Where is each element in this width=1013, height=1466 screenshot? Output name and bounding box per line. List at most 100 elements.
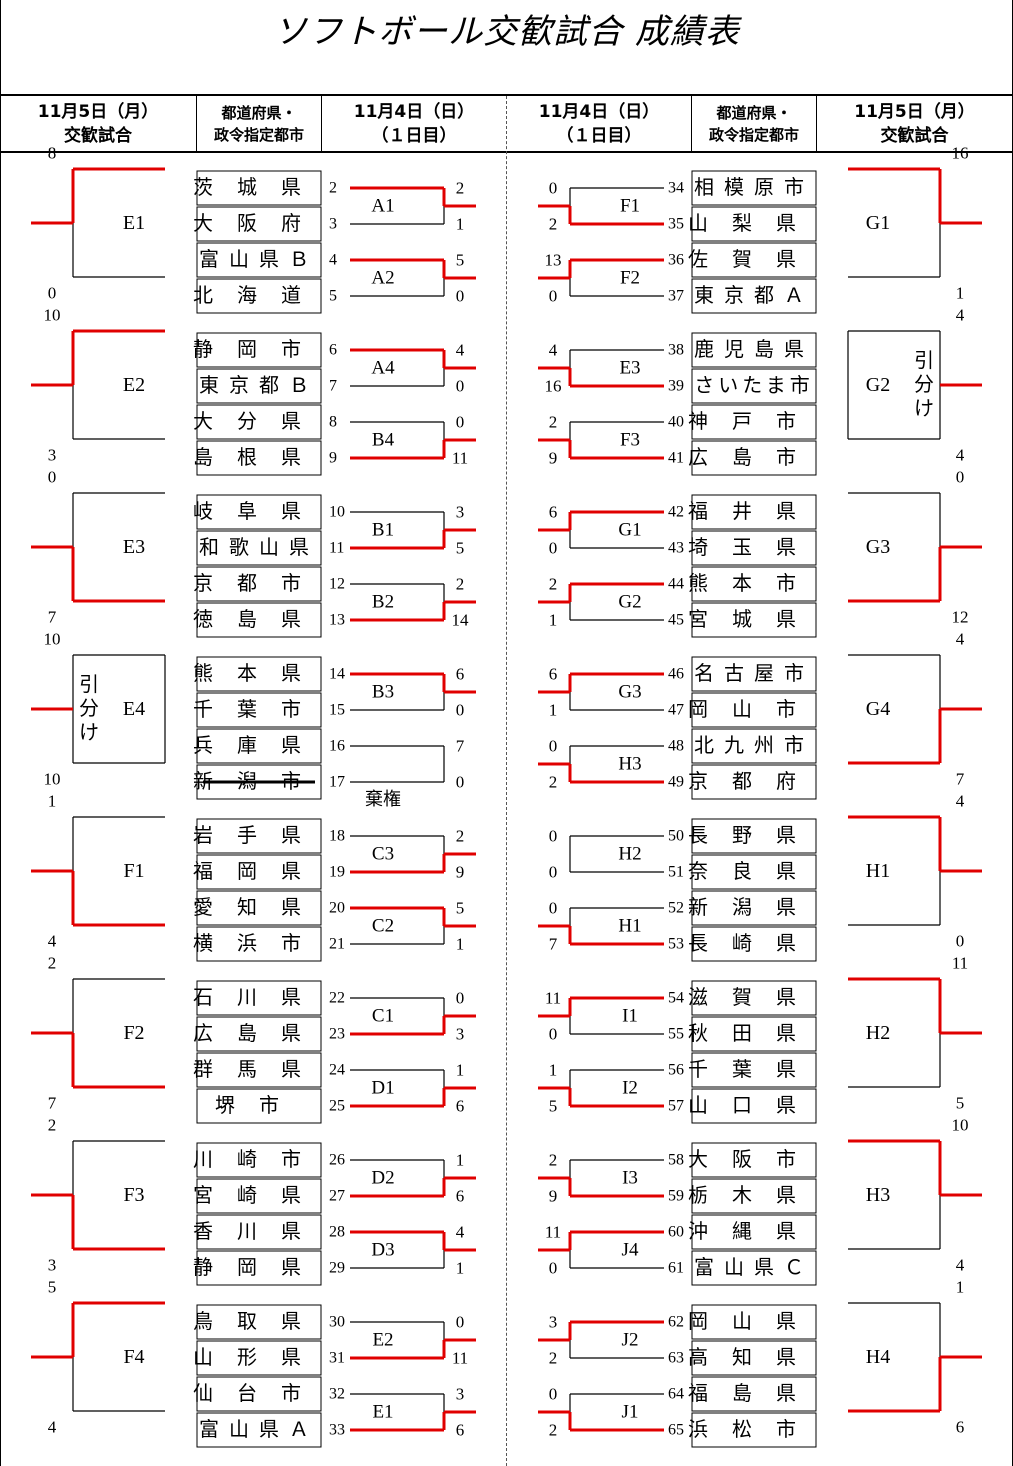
team-name: 宮崎県 xyxy=(193,1184,325,1207)
score: 6 xyxy=(456,1187,465,1206)
score: 0 xyxy=(456,377,465,396)
seed-number: 46 xyxy=(668,666,684,683)
team-name: 川崎市 xyxy=(193,1148,325,1171)
score: 2 xyxy=(456,827,465,846)
score: 2 xyxy=(549,1421,558,1440)
team-cell xyxy=(196,692,322,728)
score: 1 xyxy=(456,1151,465,1170)
seed-number: 47 xyxy=(668,702,684,719)
seed-number: 55 xyxy=(668,1026,684,1043)
header-caption: 都道府県・ xyxy=(221,104,297,122)
seed-number: 44 xyxy=(668,576,684,593)
team-name: 東京都Ｂ xyxy=(199,374,319,397)
score: 0 xyxy=(456,701,465,720)
header-date: 11月5日（月） xyxy=(37,102,159,122)
team-cell xyxy=(691,1088,817,1124)
seed-number: 20 xyxy=(329,900,345,917)
seed-number: 31 xyxy=(329,1350,345,1367)
team-name: 広島県 xyxy=(193,1022,325,1045)
score: 12 xyxy=(952,608,969,627)
team-name: 岐阜県 xyxy=(193,500,325,523)
seed-number: 35 xyxy=(668,216,684,233)
seed-number: 64 xyxy=(668,1386,684,1403)
score: 7 xyxy=(456,737,465,756)
seed-number: 63 xyxy=(668,1350,684,1367)
match-label: F2 xyxy=(123,1022,144,1044)
seed-number: 14 xyxy=(329,666,345,683)
team-name: 新潟県 xyxy=(688,896,820,919)
header-caption: （１日目） xyxy=(556,126,642,146)
header-caption: 交歓試合 xyxy=(64,126,132,146)
match-label: H2 xyxy=(618,844,641,865)
match-label: B4 xyxy=(372,430,395,451)
team-cell xyxy=(196,980,322,1016)
match-label: E3 xyxy=(619,358,640,379)
score: 11 xyxy=(545,1223,561,1242)
seed-number: 60 xyxy=(668,1224,684,1241)
seed-number: 51 xyxy=(668,864,684,881)
seed-number: 5 xyxy=(329,288,337,305)
score: 4 xyxy=(456,1223,465,1242)
team-name: 大分県 xyxy=(193,410,325,433)
score: 4 xyxy=(956,1256,965,1275)
team-cell xyxy=(196,1178,322,1214)
team-cell xyxy=(196,890,322,926)
team-name: 福井県 xyxy=(688,500,820,523)
team-cell xyxy=(691,1250,817,1286)
team-cell xyxy=(196,242,322,278)
team-cell xyxy=(691,494,817,530)
team-cell xyxy=(196,1142,322,1178)
seed-number: 50 xyxy=(668,828,684,845)
score: 9 xyxy=(549,449,558,468)
team-name: 奈良県 xyxy=(688,860,820,883)
team-cell xyxy=(196,1412,322,1448)
score: 2 xyxy=(549,215,558,234)
score: 0 xyxy=(549,1385,558,1404)
draw-mark: け xyxy=(79,722,99,744)
score: 4 xyxy=(456,341,465,360)
score: 2 xyxy=(549,1151,558,1170)
match-label: J1 xyxy=(622,1402,639,1423)
match-label: G2 xyxy=(618,592,641,613)
seed-number: 17 xyxy=(329,774,345,791)
team-cell xyxy=(691,404,817,440)
seed-number: 40 xyxy=(668,414,684,431)
seed-number: 27 xyxy=(329,1188,345,1205)
score: 7 xyxy=(549,935,558,954)
team-name: 大阪府 xyxy=(193,212,325,235)
team-cell xyxy=(196,1250,322,1286)
team-name: 鹿児島県 xyxy=(694,338,814,361)
seed-number: 19 xyxy=(329,864,345,881)
score: 0 xyxy=(549,1259,558,1278)
team-name: 長崎県 xyxy=(688,932,820,955)
score: 6 xyxy=(456,665,465,684)
score: 2 xyxy=(549,575,558,594)
team-cell xyxy=(691,1412,817,1448)
seed-number: 29 xyxy=(329,1260,345,1277)
score: 10 xyxy=(44,630,61,649)
team-name: 宮城県 xyxy=(688,608,820,631)
seed-number: 49 xyxy=(668,774,684,791)
draw-mark: 分 xyxy=(79,697,99,720)
page-border-left xyxy=(0,0,1,1466)
score: 0 xyxy=(48,284,57,303)
score: 6 xyxy=(456,1097,465,1116)
team-cell xyxy=(196,1088,322,1124)
seed-number: 3 xyxy=(329,216,337,233)
seed-number: 57 xyxy=(668,1098,684,1115)
team-name: 石川県 xyxy=(193,987,325,1009)
score: 9 xyxy=(549,1187,558,1206)
score: 4 xyxy=(956,792,965,811)
header-date: 11月4日（日） xyxy=(538,102,660,122)
match-label: F4 xyxy=(123,1346,144,1368)
score: 6 xyxy=(956,1418,965,1437)
seed-number: 26 xyxy=(329,1152,345,1169)
seed-number: 36 xyxy=(668,252,684,269)
score: 1 xyxy=(549,1061,558,1080)
score: 13 xyxy=(545,251,562,270)
team-cell xyxy=(691,1340,817,1376)
seed-number: 25 xyxy=(329,1098,345,1115)
team-name: 和歌山県 xyxy=(199,536,319,559)
team-name: 鳥取県 xyxy=(193,1310,325,1333)
score: 9 xyxy=(456,863,465,882)
